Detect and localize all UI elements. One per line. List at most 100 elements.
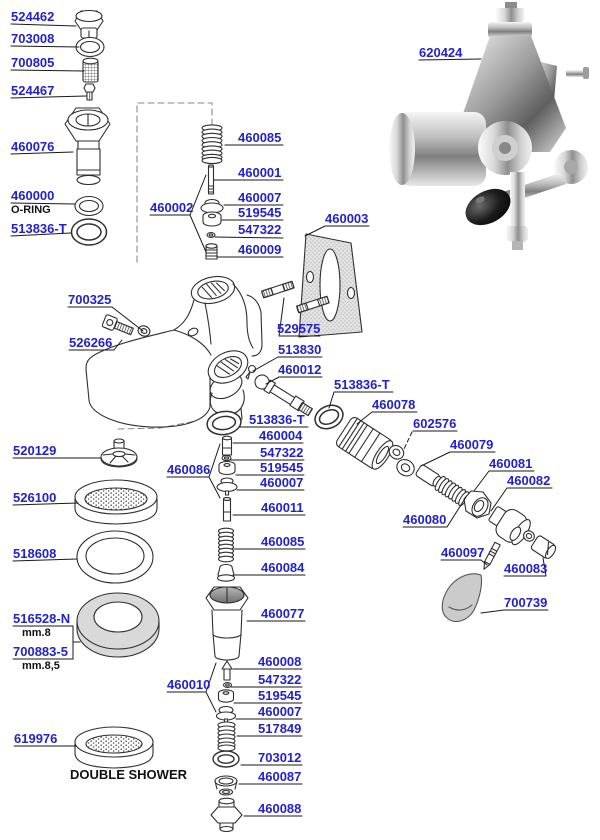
part-oring-703012 <box>212 750 240 768</box>
part-label-460011[interactable]: 460011 <box>261 500 304 515</box>
part-nut-460081 <box>463 490 492 519</box>
part-label-460086[interactable]: 460086 <box>167 462 211 477</box>
part-label-524462[interactable]: 524462 <box>11 9 55 24</box>
part-label-703012[interactable]: 703012 <box>258 750 302 765</box>
part-label-529575[interactable]: 529575 <box>277 321 321 336</box>
part-label-526266[interactable]: 526266 <box>69 335 113 350</box>
part-label-460078[interactable]: 460078 <box>372 397 416 412</box>
part-ring-518608 <box>76 530 154 584</box>
caption-double-shower: DOUBLE SHOWER <box>70 767 187 782</box>
part-knob-body-460082 <box>488 506 531 546</box>
part-pin-460008 <box>221 660 233 681</box>
part-label-513836T-2[interactable]: 513836-T <box>334 377 390 392</box>
part-label-460085-1[interactable]: 460085 <box>238 130 282 145</box>
part-fitting-460088 <box>210 797 243 833</box>
part-sleeve-460083 <box>530 535 557 560</box>
part-cap-bolt-524462 <box>74 9 104 39</box>
part-label-620424[interactable]: 620424 <box>419 45 463 60</box>
part-cap-460087 <box>214 775 238 796</box>
part-label-460003[interactable]: 460003 <box>325 211 369 226</box>
part-disc-519545-2 <box>218 460 236 476</box>
part-spring-460085-1 <box>201 124 223 165</box>
part-valve-460007-1 <box>200 198 224 216</box>
part-label-524467[interactable]: 524467 <box>11 83 55 98</box>
part-label-460001[interactable]: 460001 <box>238 165 282 180</box>
part-pin-460004 <box>221 435 233 456</box>
part-label-460080[interactable]: 460080 <box>403 512 447 527</box>
part-ring-547322-2 <box>221 454 232 462</box>
part-fitting-460076 <box>64 107 111 186</box>
part-label-519545-2[interactable]: 519545 <box>260 460 304 475</box>
part-label-513830[interactable]: 513830 <box>278 342 322 357</box>
part-ring-547322-3 <box>222 682 233 688</box>
part-label-460076[interactable]: 460076 <box>11 139 55 154</box>
part-nipple-460009 <box>205 243 218 260</box>
group-body-drawing <box>85 275 263 428</box>
leader-lines <box>10 23 553 817</box>
part-label-700739[interactable]: 700739 <box>504 595 548 610</box>
part-label-460077[interactable]: 460077 <box>261 606 305 621</box>
part-label-460087[interactable]: 460087 <box>258 769 302 784</box>
part-label-460007-2[interactable]: 460007 <box>260 475 304 490</box>
part-plunger-460079 <box>415 464 442 487</box>
part-filter-tube-700805 <box>82 57 99 83</box>
part-cup-460084 <box>216 563 236 582</box>
part-label-700325[interactable]: 700325 <box>68 292 112 307</box>
part-label-519545-1[interactable]: 519545 <box>238 205 282 220</box>
part-rings-602576 <box>388 444 415 477</box>
part-label-460081[interactable]: 460081 <box>489 456 533 471</box>
part-label-513836T-1[interactable]: 513836-T <box>11 221 67 236</box>
part-ring-small <box>523 530 535 542</box>
kit-outline-dashed <box>117 102 213 430</box>
part-screw-524467 <box>83 83 96 101</box>
part-label-703008[interactable]: 703008 <box>11 31 55 46</box>
part-piston-460077 <box>205 586 249 661</box>
part-label-526100[interactable]: 526100 <box>13 490 57 505</box>
part-group-gasket-516528N <box>76 592 160 658</box>
part-label-619976[interactable]: 619976 <box>14 731 58 746</box>
part-label-460083[interactable]: 460083 <box>504 561 548 576</box>
part-label-460079[interactable]: 460079 <box>450 437 494 452</box>
part-label-520129[interactable]: 520129 <box>13 443 57 458</box>
part-ring-513836T-3 <box>206 410 242 436</box>
part-spring-460085-2 <box>217 527 235 563</box>
part-label-460012[interactable]: 460012 <box>278 362 322 377</box>
part-oring-460000 <box>74 195 104 217</box>
part-spring-517849 <box>217 721 236 752</box>
part-label-460000[interactable]: 460000 <box>11 188 55 203</box>
part-handle-700739 <box>441 573 483 622</box>
part-label-460007-3[interactable]: 460007 <box>258 704 302 719</box>
part-valve-460007-2 <box>216 477 238 496</box>
part-label-519545-3[interactable]: 519545 <box>258 688 302 703</box>
part-ring-513836T-1 <box>70 218 108 246</box>
part-label-460085-2[interactable]: 460085 <box>261 534 305 549</box>
part-label-602576[interactable]: 602576 <box>413 416 457 431</box>
part-label-460097[interactable]: 460097 <box>441 545 485 560</box>
part-ring-513836T-2 <box>314 404 344 430</box>
part-label-513836T-3[interactable]: 513836-T <box>249 412 305 427</box>
part-label-460002[interactable]: 460002 <box>150 200 194 215</box>
part-label-460008[interactable]: 460008 <box>258 654 302 669</box>
part-studs-529575 <box>260 280 330 314</box>
part-label-460084[interactable]: 460084 <box>261 560 305 575</box>
part-label-460009[interactable]: 460009 <box>238 242 282 257</box>
caption-mm8: mm.8 <box>22 627 51 639</box>
part-label-460088[interactable]: 460088 <box>258 801 302 816</box>
part-label-460010[interactable]: 460010 <box>167 677 211 692</box>
part-label-547322-2[interactable]: 547322 <box>260 445 304 460</box>
part-label-700883-5[interactable]: 700883-5 <box>13 644 68 659</box>
part-ring-547322-1 <box>206 232 216 238</box>
part-label-460082[interactable]: 460082 <box>507 473 551 488</box>
part-label-517849[interactable]: 517849 <box>258 721 302 736</box>
part-label-518608[interactable]: 518608 <box>13 546 57 561</box>
part-label-460007-1[interactable]: 460007 <box>238 190 282 205</box>
part-label-700805[interactable]: 700805 <box>11 55 55 70</box>
part-label-547322-1[interactable]: 547322 <box>238 222 282 237</box>
part-label-547322-3[interactable]: 547322 <box>258 672 302 687</box>
part-label-460004[interactable]: 460004 <box>259 428 303 443</box>
part-label-516528N[interactable]: 516528-N <box>13 611 71 626</box>
part-rod-460011 <box>222 497 232 522</box>
part-disc-519545-3 <box>217 689 235 703</box>
